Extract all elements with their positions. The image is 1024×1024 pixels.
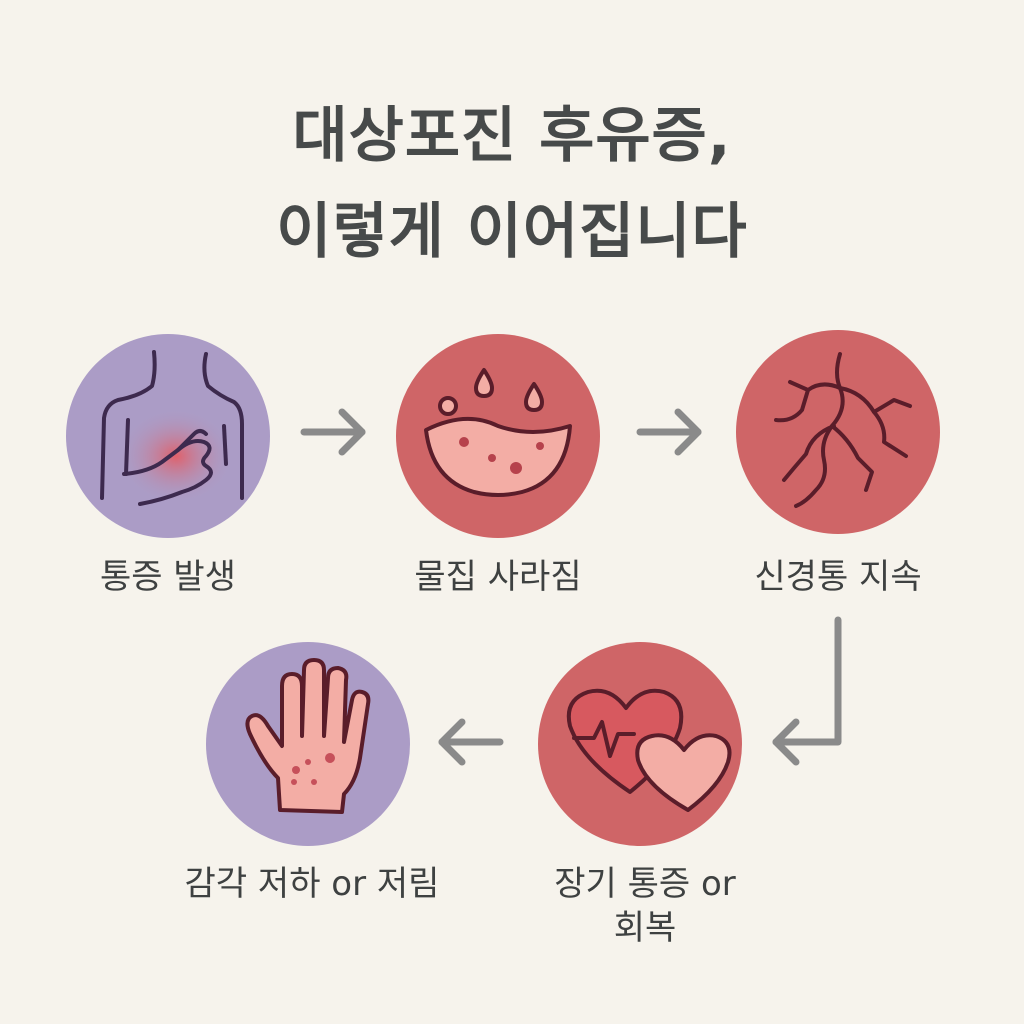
chest-pain-icon	[66, 334, 270, 538]
title-line-2: 이렇게 이어집니다	[276, 197, 748, 267]
arrow-right-2-icon	[636, 408, 702, 456]
cracked-nerve-icon	[736, 330, 940, 534]
arrow-right-1-icon	[300, 408, 366, 456]
step-3-label: 신경통 지속	[754, 557, 922, 597]
page-title: 대상포진 후유증, 이렇게 이어집니다	[0, 88, 1024, 280]
step-5-label: 감각 저하 or 저림	[184, 864, 440, 904]
step-4-label-line-2: 회복	[613, 908, 677, 948]
title-line-1: 대상포진 후유증,	[292, 101, 732, 171]
blister-icon	[396, 334, 600, 538]
hand-icon	[206, 642, 410, 846]
step-4-label: 장기 통증 or 회복	[510, 862, 780, 950]
step-2-label: 물집 사라짐	[414, 557, 582, 597]
hearts-icon	[538, 642, 742, 846]
step-1-label: 통증 발생	[100, 557, 236, 597]
arrow-left-icon	[438, 718, 504, 766]
arrow-down-left-icon	[772, 616, 842, 766]
step-4-label-line-1: 장기 통증 or	[554, 864, 736, 904]
